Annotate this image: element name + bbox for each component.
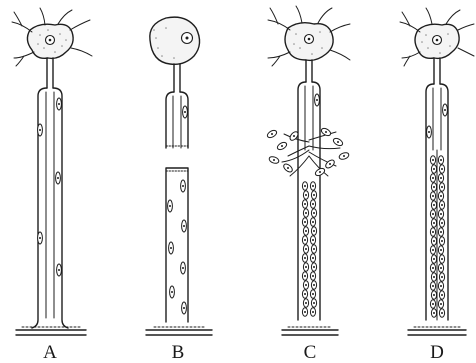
panel-b: B [146,17,212,363]
muscle-fiber [16,330,86,335]
myelin-sheath [32,88,68,328]
axon [47,58,53,88]
panel-d: D [400,8,474,363]
panel-c: C [266,6,350,363]
schwann-cell-nuclei [38,98,62,276]
myelin-sheath-proximal [166,92,188,148]
panel-a: A [12,8,92,363]
axon-proximal [174,64,180,92]
panel-label-a: A [43,342,57,363]
schwann-cell-column [302,182,316,316]
muscle-fiber [146,330,212,335]
panel-label-d: D [430,342,444,363]
schwann-cells-migrating [266,127,350,177]
muscle-fiber [408,330,466,335]
panel-label-b: B [172,342,185,363]
muscle-fiber [282,330,338,335]
panel-label-c: C [304,342,317,363]
axon [434,58,440,84]
axon [306,60,312,82]
schwann-cell-nuclei-proliferating [168,180,187,314]
